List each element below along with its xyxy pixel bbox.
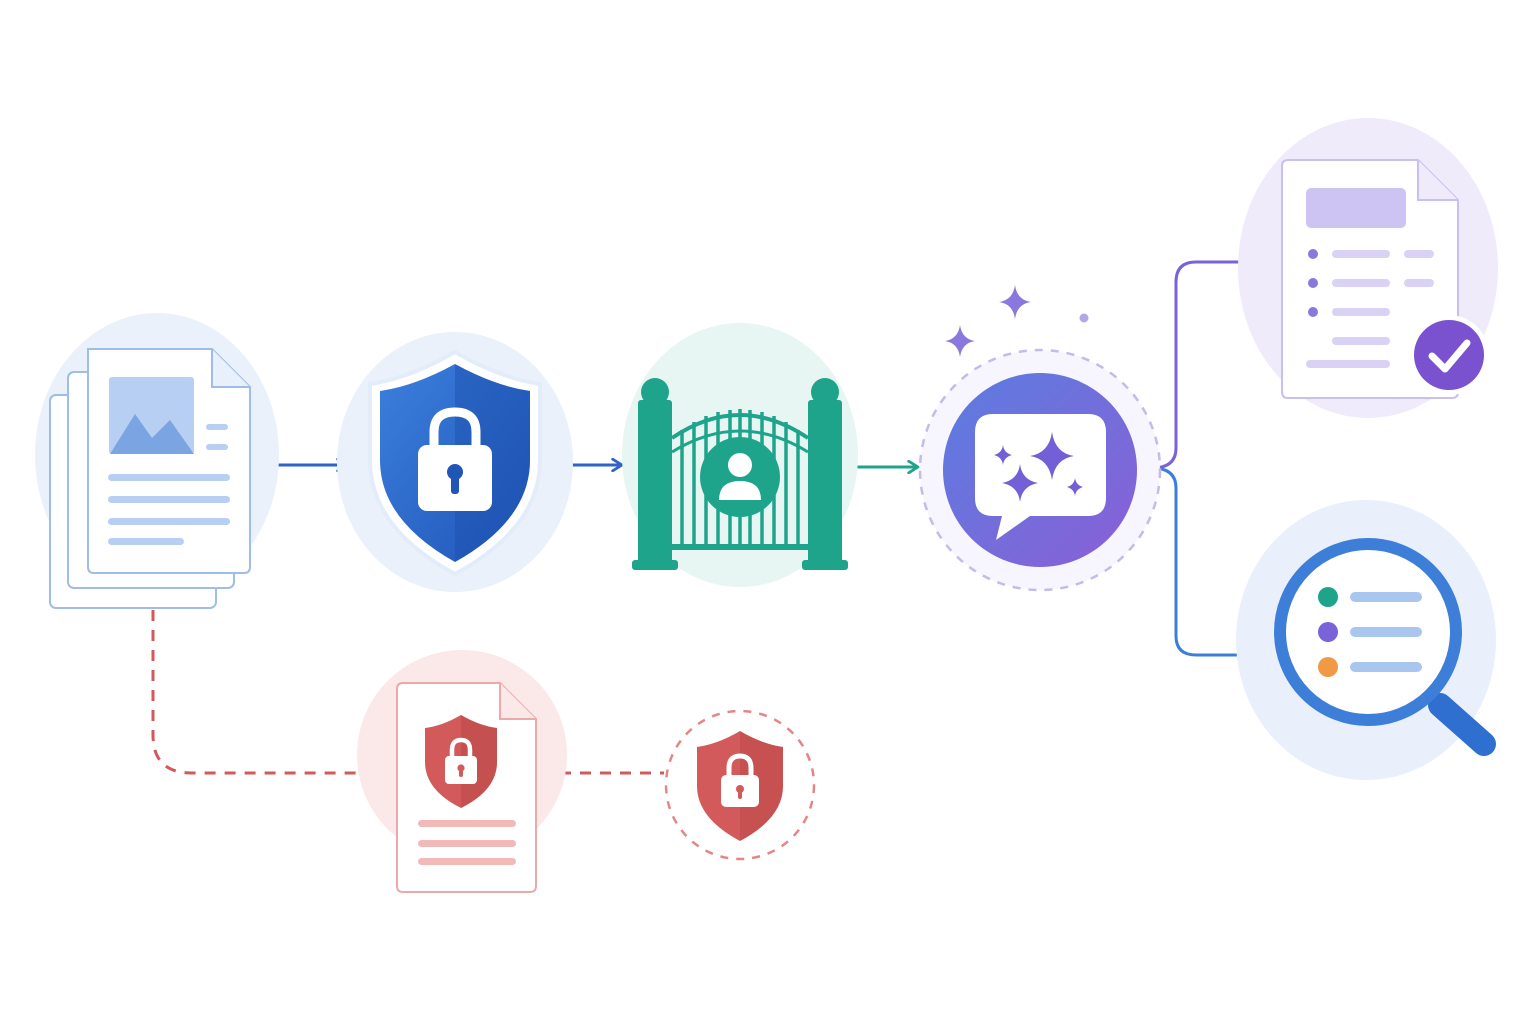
ai-assistant-node	[918, 285, 1162, 592]
restricted-document-node	[357, 650, 567, 893]
document-stack-icon	[49, 348, 251, 609]
user-badge-icon	[700, 437, 780, 517]
access-gate-node	[622, 323, 858, 587]
document-check-icon	[1281, 159, 1489, 399]
gate-user-icon	[632, 378, 848, 570]
restricted-vault-node	[664, 709, 816, 861]
check-badge-icon	[1409, 315, 1489, 395]
source-documents-node	[35, 313, 279, 609]
document-shield-icon	[396, 682, 537, 893]
security-shield-node	[337, 332, 573, 592]
edge-documents-to-restricted	[151, 610, 378, 773]
search-results-node	[1236, 500, 1496, 780]
padlock-icon	[418, 407, 492, 511]
shield-lock-icon	[368, 349, 542, 577]
magnifier-list-icon	[1274, 538, 1496, 756]
sparkle-chat-icon	[975, 414, 1106, 540]
floating-sparkles	[945, 285, 1089, 357]
edge-assistant-to-search	[1151, 466, 1260, 655]
edge-assistant-to-report	[1151, 262, 1263, 470]
shield-lock-icon	[697, 731, 783, 841]
approved-report-node	[1238, 118, 1498, 418]
